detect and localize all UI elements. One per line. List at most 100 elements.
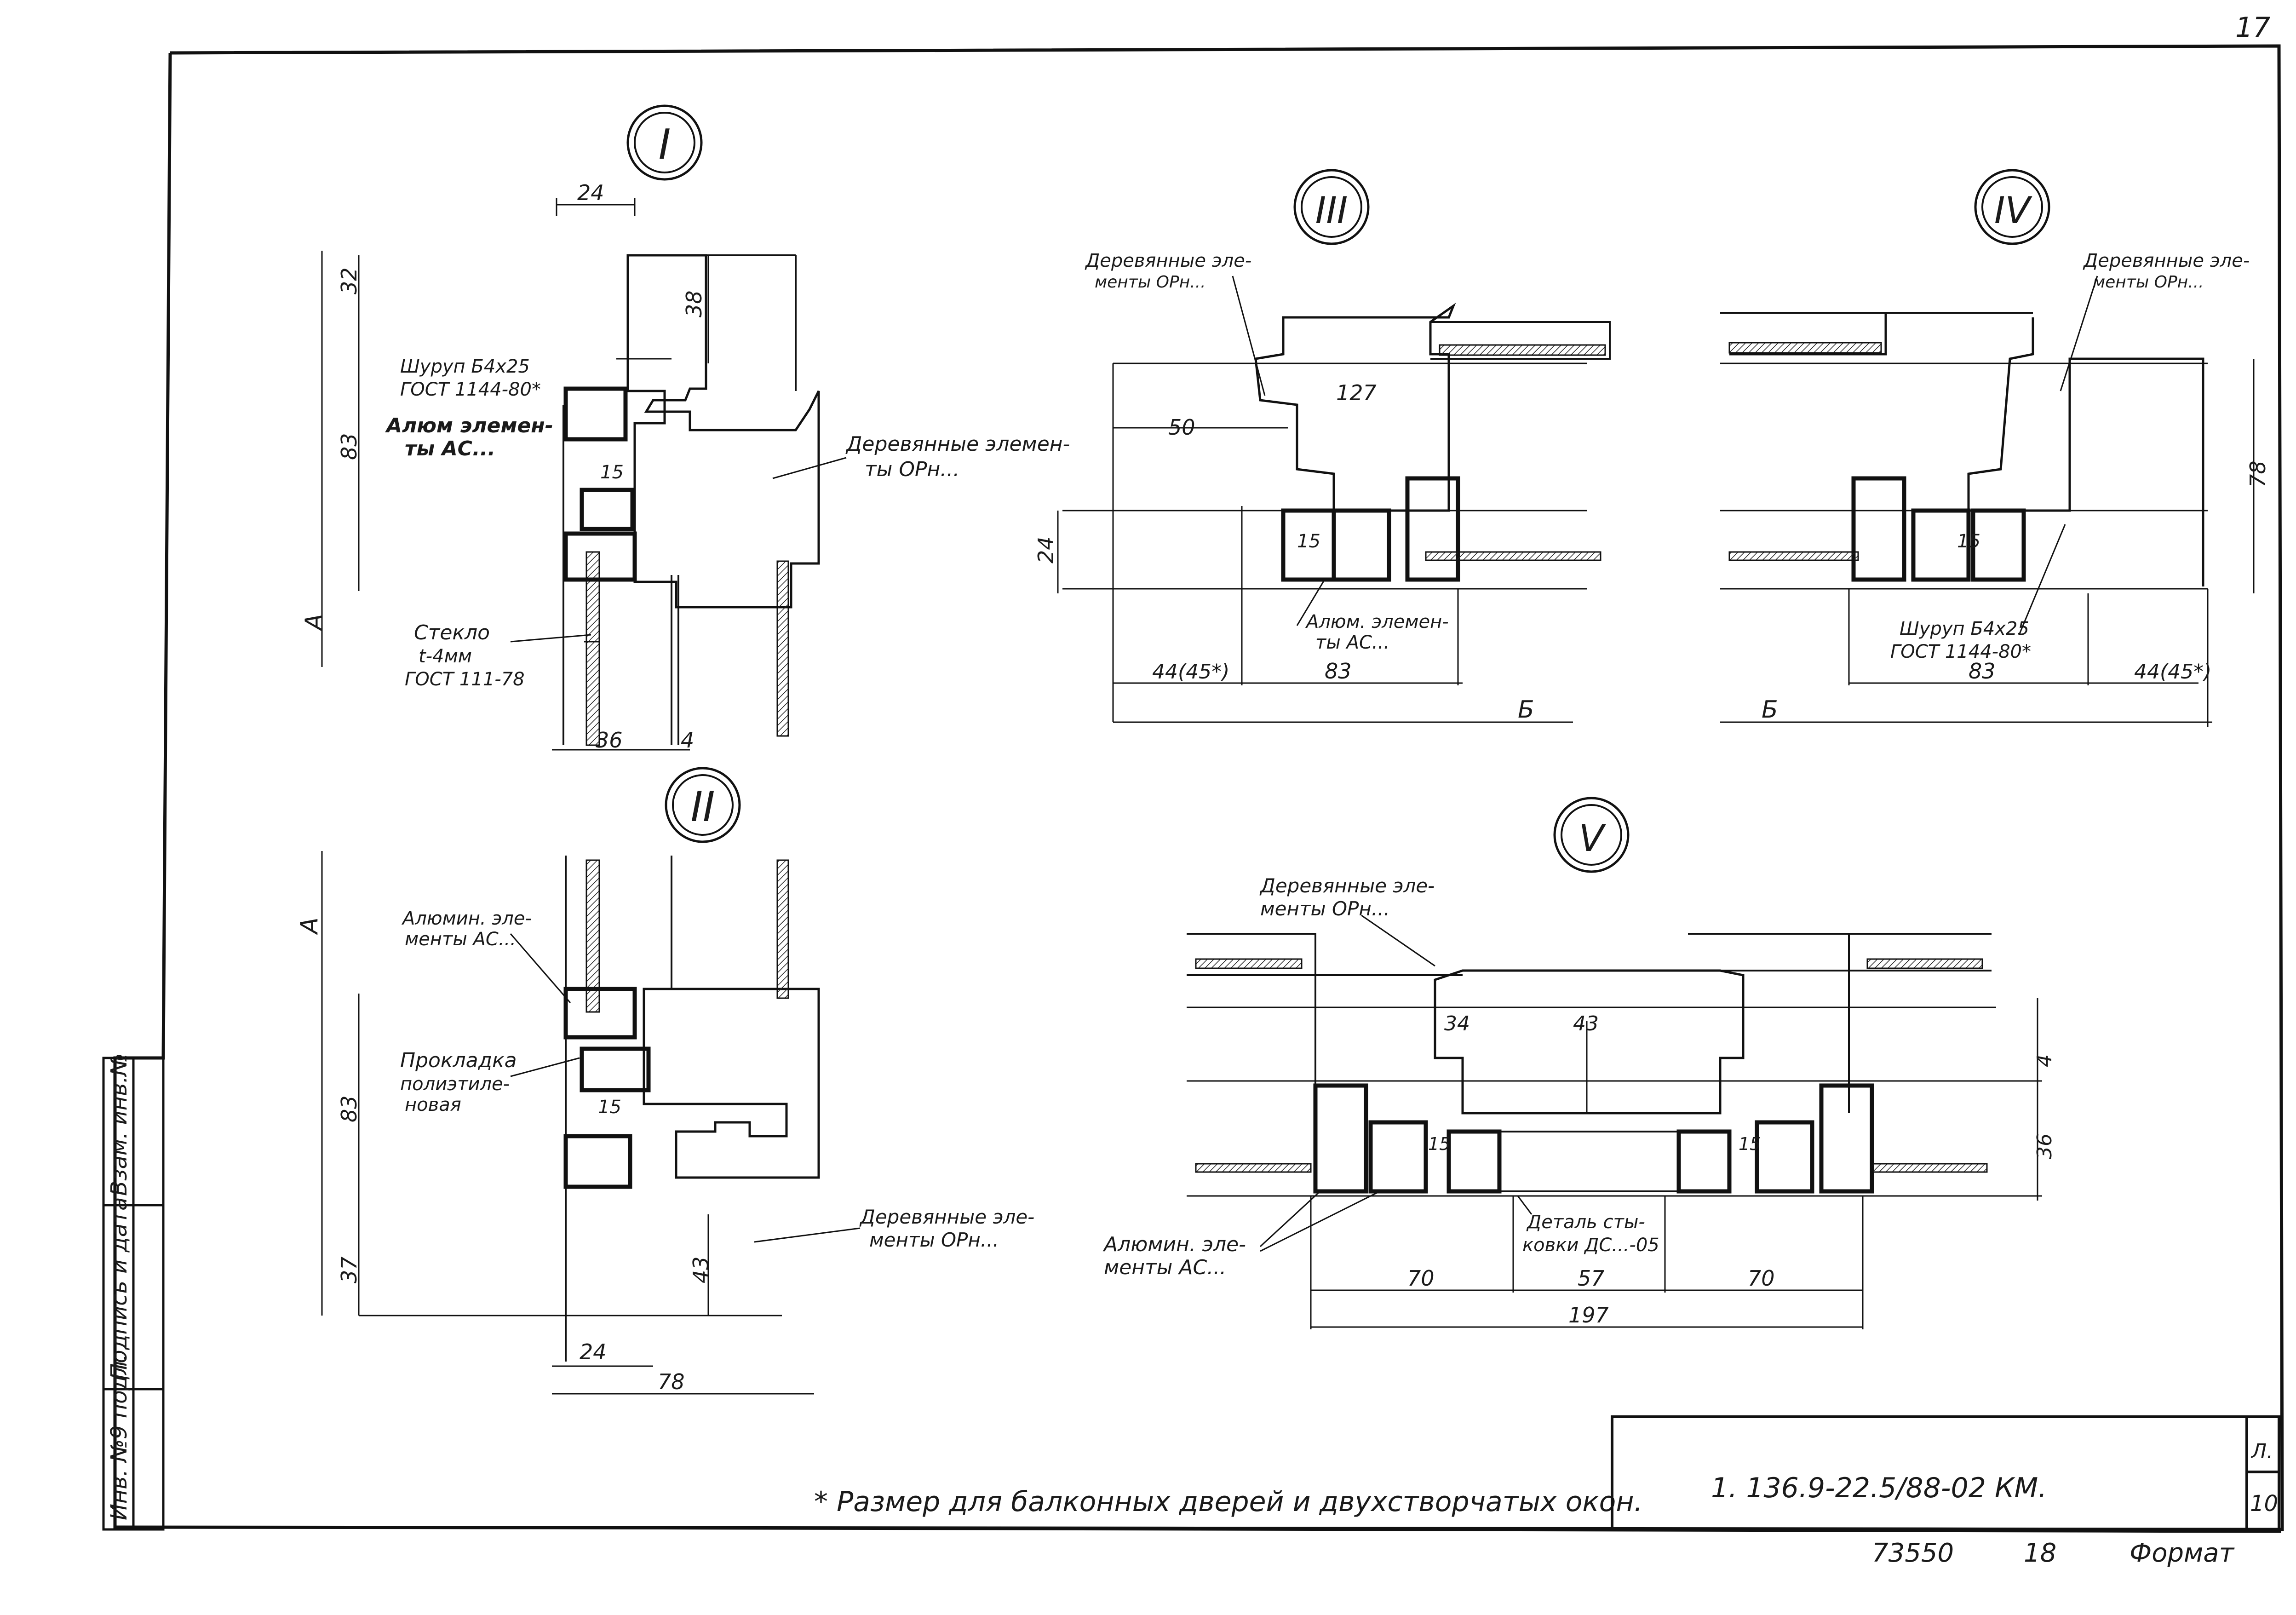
detail-III-alum-profile <box>1281 476 1460 582</box>
detail-I-alum-profile <box>563 386 679 745</box>
title-block <box>1611 1415 2280 1531</box>
bottom-number: 18 <box>2024 1538 2056 1568</box>
note-I-alum-2: ты АС... <box>405 437 495 460</box>
dim-V-34: 34 <box>1444 1012 1470 1035</box>
note-I-screw-2: ГОСТ 1144-80* <box>400 379 541 400</box>
dim-III-83: 83 <box>1325 659 1352 684</box>
sheet-number: 10 <box>2250 1491 2278 1517</box>
dim-V-4: 4 <box>2033 1054 2056 1067</box>
note-III-wood-2: менты ОРн... <box>1095 273 1206 292</box>
detail-III-callout <box>1293 169 1370 245</box>
note-II-gasket-3: новая <box>405 1094 461 1115</box>
detail-II: II 83 15 37 43 24 78 A Алюмин. эле- мент… <box>296 767 1034 1395</box>
sheet-label: Л. <box>2250 1440 2273 1463</box>
dim-II-83: 83 <box>337 1095 362 1122</box>
note-II-wood-2: менты ОРн... <box>869 1229 999 1251</box>
note-I-wood-1: Деревянные элемен- <box>845 432 1070 456</box>
stamp-replacement: Взам. инв.№ <box>106 1053 132 1196</box>
note-III-alum-2: ты АС... <box>1315 632 1389 653</box>
dim-III-127: 127 <box>1336 380 1377 405</box>
dim-V-57: 57 <box>1578 1266 1605 1291</box>
dim-I-15: 15 <box>600 462 624 483</box>
dim-V-197: 197 <box>1568 1303 1609 1328</box>
detail-III: III 127 50 24 15 44(45*) 83 Б Деревя <box>1033 169 1611 724</box>
dim-V-15b: 15 <box>1739 1134 1761 1154</box>
note-II-gasket-2: полиэтиле- <box>400 1074 510 1095</box>
note-I-glass-2: t-4мм <box>419 646 472 667</box>
note-IV-screw-1: Шуруп Б4х25 <box>1900 618 2029 639</box>
dim-II-43: 43 <box>689 1256 713 1283</box>
dim-II-78: 78 <box>658 1369 685 1394</box>
side-stamp <box>102 1057 165 1531</box>
dim-V-70b: 70 <box>1748 1266 1775 1291</box>
footnote: * Размер для балконных дверей и двухство… <box>814 1486 1643 1518</box>
dim-IV-78: 78 <box>2245 460 2270 488</box>
axis-A-II: A <box>296 917 323 935</box>
detail-IV-alum-profile <box>1851 476 2026 582</box>
axis-B-III: Б <box>1518 696 1534 724</box>
detail-II-alum-profile <box>563 856 672 1362</box>
stamp-signature-date: Подпись и дата <box>106 1197 132 1380</box>
note-I-wood-2: ты ОРн... <box>865 458 959 481</box>
note-II-alum-1: Алюмин. эле- <box>401 908 532 929</box>
dim-IV-15: 15 <box>1957 531 1980 552</box>
note-I-glass-1: Стекло <box>414 621 490 644</box>
axis-B-IV: Б <box>1762 696 1778 724</box>
dim-III-15: 15 <box>1297 531 1320 552</box>
detail-I-label: I <box>659 121 671 169</box>
detail-V: V 34 43 4 <box>1102 797 2056 1329</box>
note-III-wood-1: Деревянные эле- <box>1085 250 1251 271</box>
detail-IV-label: IV <box>1994 189 2033 232</box>
detail-II-wood-frame <box>643 988 820 1179</box>
axis-A-I: A <box>300 614 328 632</box>
note-V-wood-2: менты ОРн... <box>1260 897 1390 920</box>
detail-II-label: II <box>690 783 715 831</box>
detail-I-glass <box>585 551 600 746</box>
note-V-alum-2: менты АС... <box>1104 1256 1226 1279</box>
dim-V-70a: 70 <box>1407 1266 1435 1291</box>
format-label: Формат <box>2130 1538 2235 1568</box>
dim-I-24: 24 <box>577 180 604 205</box>
note-III-alum-1: Алюм. элемен- <box>1305 611 1449 632</box>
detail-I: I 24 32 38 83 <box>300 104 1070 753</box>
note-I-screw-1: Шуруп Б4х25 <box>400 356 530 377</box>
note-II-alum-2: менты АС... <box>405 929 516 950</box>
note-I-glass-3: ГОСТ 111-78 <box>405 669 525 690</box>
dim-IV-44: 44(45*) <box>2134 660 2211 684</box>
dim-II-37: 37 <box>337 1256 362 1283</box>
dim-I-4: 4 <box>681 728 694 753</box>
note-V-joint-1: Деталь сты- <box>1526 1212 1645 1233</box>
dim-III-50: 50 <box>1168 415 1195 440</box>
note-V-alum-1: Алюмин. эле- <box>1102 1233 1246 1256</box>
detail-IV-callout <box>1974 169 2050 245</box>
dim-II-24: 24 <box>580 1339 607 1364</box>
dim-I-38: 38 <box>682 290 706 317</box>
detail-II-glass <box>585 859 600 1013</box>
dim-III-44: 44(45*) <box>1152 660 1229 684</box>
note-IV-wood-2: менты ОРн... <box>2093 273 2204 292</box>
detail-III-label: III <box>1315 189 1348 232</box>
note-II-gasket-1: Прокладка <box>400 1049 517 1072</box>
detail-IV-wood-frame <box>1729 313 2204 586</box>
detail-IV: IV 78 15 83 44(45*) Б Деревянные эле- ме… <box>1720 169 2270 727</box>
drawing-code: 1. 136.9-22.5/88-02 КМ. <box>1711 1472 2047 1504</box>
note-II-wood-1: Деревянные эле- <box>859 1206 1034 1228</box>
detail-II-callout <box>665 767 741 843</box>
dim-II-15: 15 <box>598 1097 621 1118</box>
stamp-inventory: Инв. №9 подл. <box>106 1354 132 1520</box>
dim-I-32: 32 <box>337 267 362 294</box>
note-I-alum-1: Алюм элемен- <box>385 414 553 437</box>
detail-V-wood-frame <box>1434 969 1745 1115</box>
dim-V-36: 36 <box>2033 1133 2056 1159</box>
dim-I-83: 83 <box>337 433 362 460</box>
inventory-number: 73550 <box>1872 1538 1954 1568</box>
dim-I-36: 36 <box>596 728 623 753</box>
dim-V-15a: 15 <box>1428 1134 1450 1154</box>
note-IV-screw-2: ГОСТ 1144-80* <box>1890 641 2031 662</box>
detail-V-label: V <box>1579 817 1607 860</box>
detail-V-callout <box>1553 797 1630 873</box>
detail-V-joint <box>1498 1131 1680 1192</box>
detail-I-wood-frame <box>626 254 820 609</box>
dim-IV-83: 83 <box>1969 659 1996 684</box>
